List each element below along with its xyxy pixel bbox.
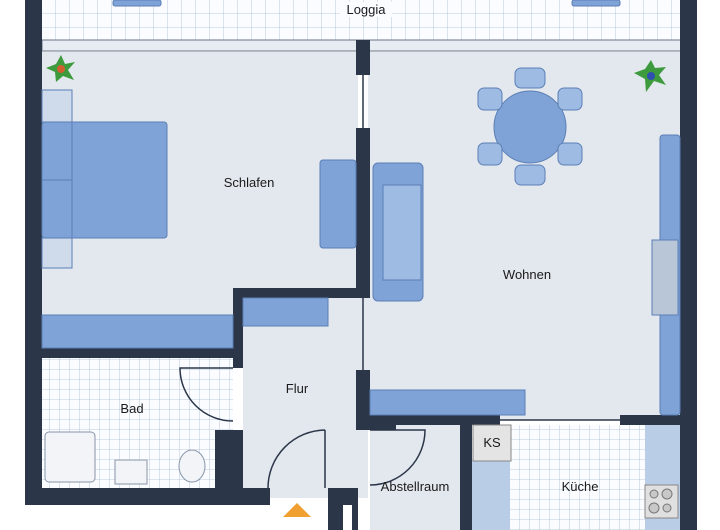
dining-table (493, 90, 567, 164)
fridge-label: KS (483, 435, 501, 450)
room-label-bad: Bad (120, 401, 143, 416)
nightstand-bottom (41, 237, 73, 269)
flur-door[interactable] (267, 429, 326, 489)
fridge (472, 424, 512, 462)
room-label-wohnen: Wohnen (503, 267, 551, 282)
furniture (41, 0, 681, 530)
tv (651, 239, 679, 316)
room-label-abstellraum: Abstellraum (381, 479, 450, 494)
stove-burners-icon (648, 488, 673, 514)
abstellraum-door[interactable] (369, 429, 426, 486)
bedroom-wardrobe (41, 314, 234, 349)
room-label-kueche: Küche (562, 479, 599, 494)
toilet (178, 449, 206, 483)
kitchen-counter-left (472, 460, 510, 530)
loggia-chair-left (112, 0, 162, 7)
room-label-flur: Flur (286, 381, 309, 396)
room-label-schlafen: Schlafen (224, 175, 275, 190)
nightstand-top (41, 89, 73, 123)
flur-wardrobe (242, 297, 329, 327)
room-label-loggia: Loggia (346, 2, 386, 17)
bad-door[interactable] (179, 367, 234, 422)
shower (44, 431, 96, 483)
sink (114, 459, 148, 485)
loggia-chair-right (571, 0, 621, 7)
sideboard (369, 389, 526, 416)
loggia-label-bg (340, 2, 392, 17)
bedroom-dresser (319, 159, 357, 249)
walls (25, 0, 697, 530)
stove (644, 484, 679, 519)
abstellraum-floor (370, 425, 460, 530)
entrance-arrow-icon (283, 503, 311, 517)
flur-floor (243, 298, 368, 498)
